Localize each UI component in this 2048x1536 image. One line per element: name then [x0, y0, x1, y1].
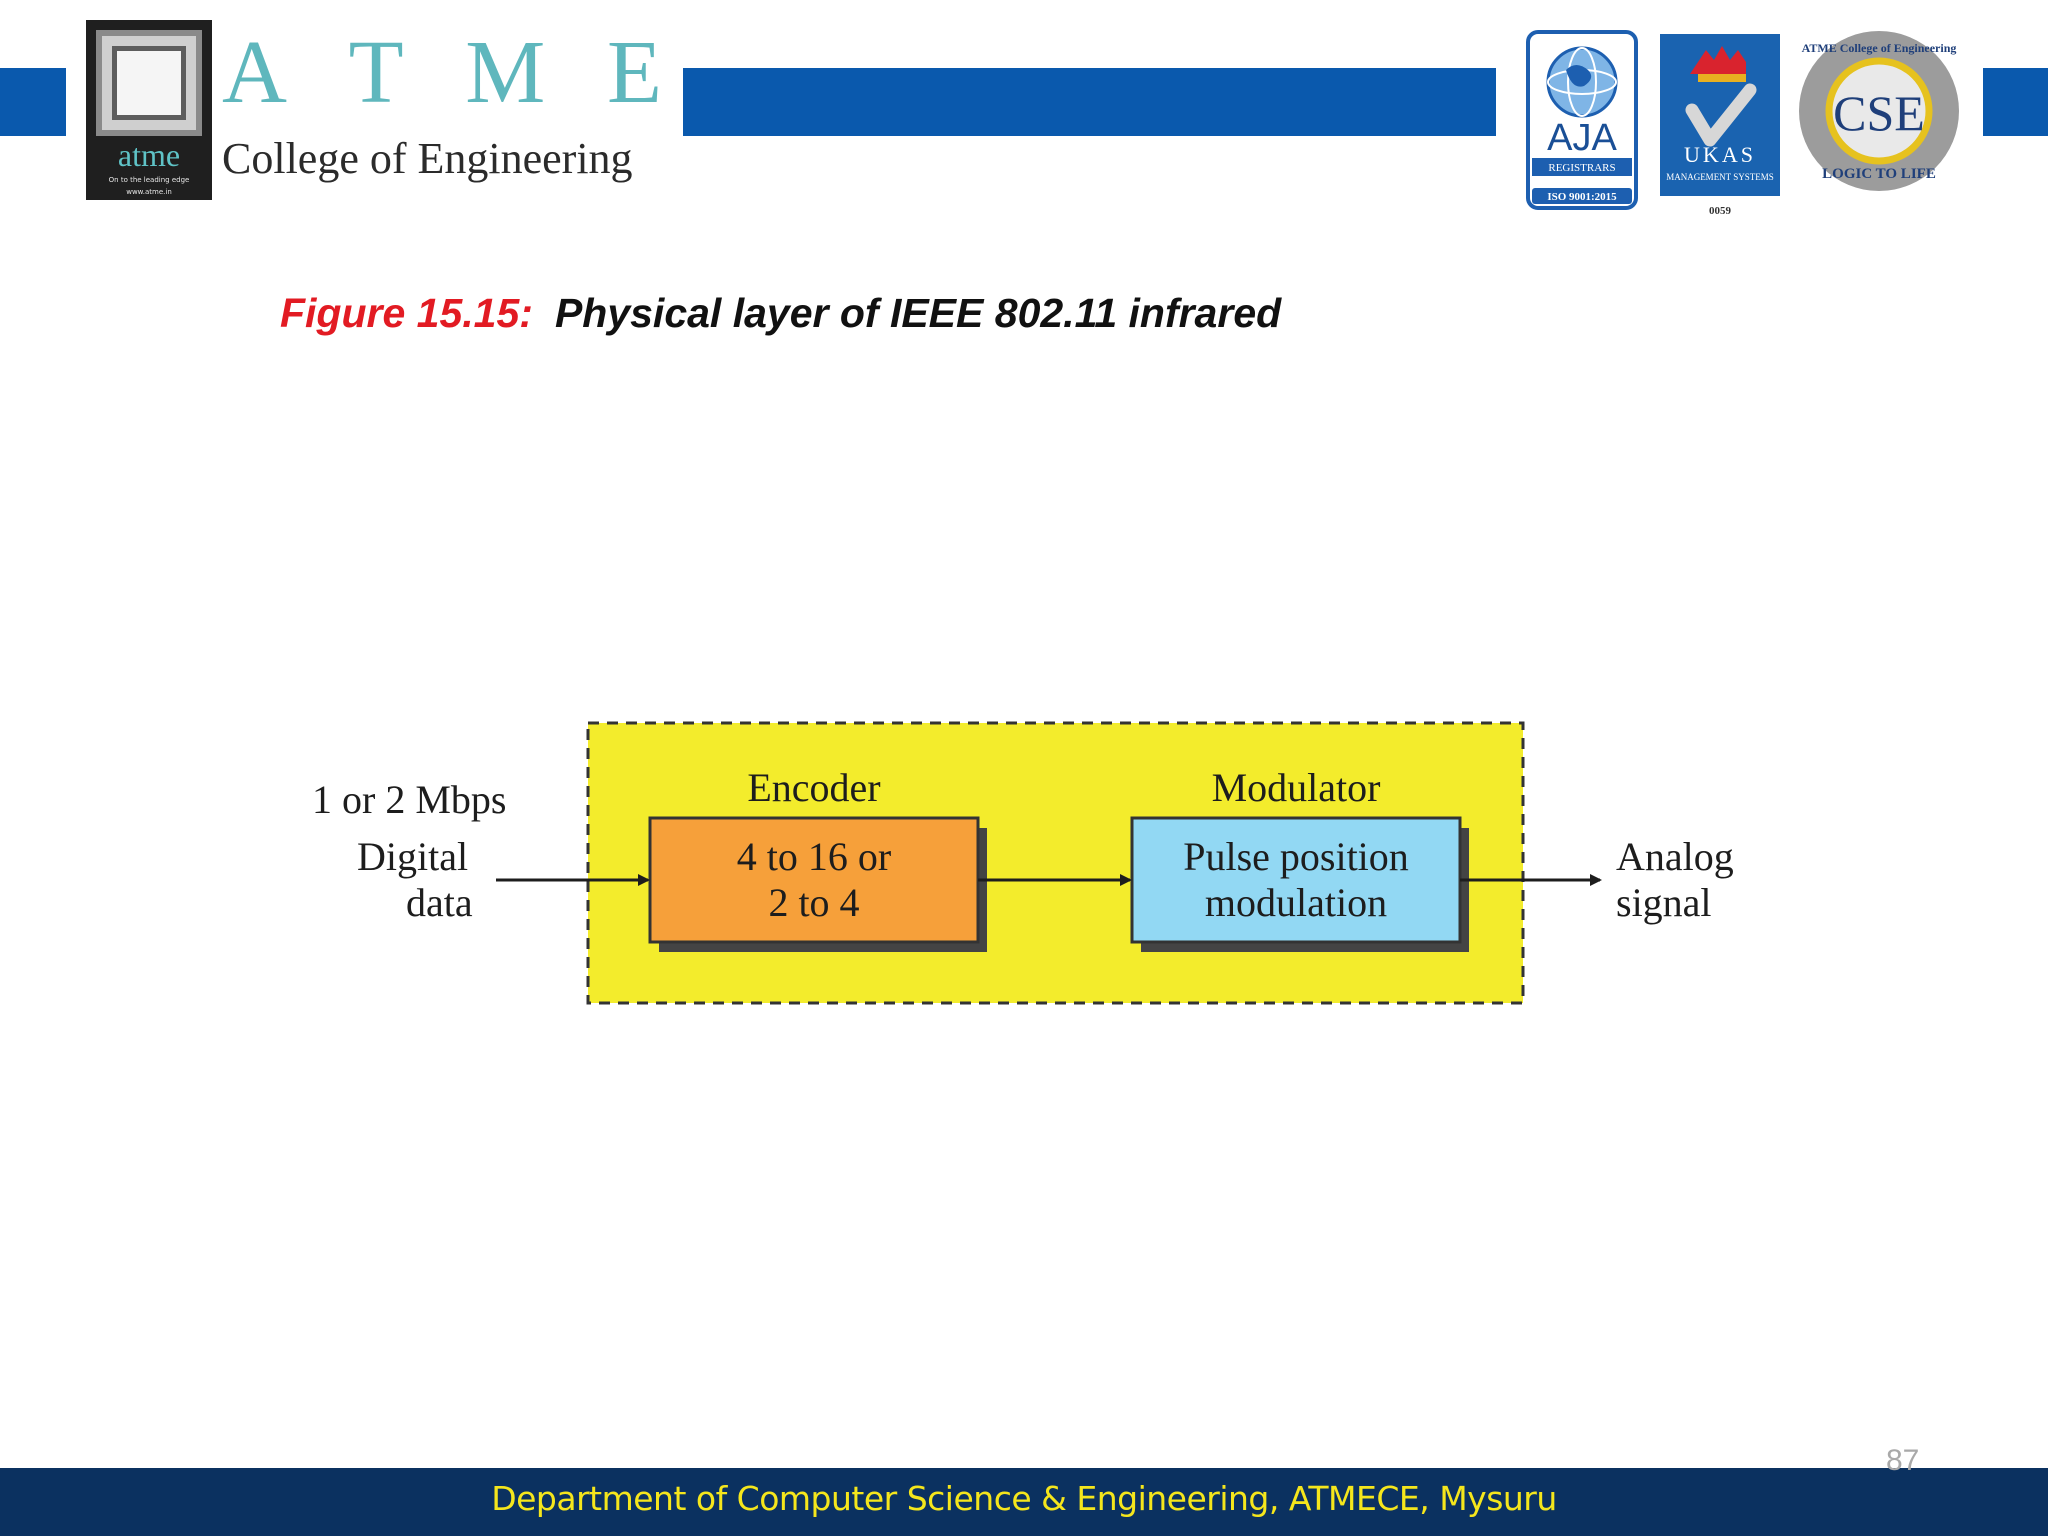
brand-wordmark: A T M E	[222, 28, 662, 118]
cse-ring-top: ATME College of Engineering	[1802, 41, 1957, 55]
footer-department-text: Department of Computer Science & Enginee…	[491, 1479, 1557, 1518]
page-number: 87	[1886, 1444, 1920, 1477]
ukas-sub: MANAGEMENT SYSTEMS	[1666, 172, 1774, 182]
cse-ring-bottom: LOGIC TO LIFE	[1822, 166, 1936, 182]
ukas-name: UKAS	[1684, 142, 1756, 167]
atme-logo-website: www.atme.in	[126, 188, 172, 196]
brand-letter: M	[465, 23, 546, 122]
atme-logo-tagline: On to the leading edge	[108, 176, 190, 184]
aja-certification-logo: AJA REGISTRARS ISO 9001:2015	[1526, 30, 1638, 210]
encoder-title: Encoder	[747, 765, 881, 810]
output-label-line-2: signal	[1616, 880, 1712, 925]
input-label-line-1: Digital	[357, 834, 469, 879]
input-rate-label: 1 or 2 Mbps	[312, 777, 507, 822]
modulator-block	[1130, 816, 1462, 944]
input-label-line-2: data	[406, 880, 473, 925]
modulator-line-1: Pulse position	[1183, 834, 1409, 879]
header-bar-left	[0, 68, 66, 136]
figure-caption: Physical layer of IEEE 802.11 infrared	[554, 290, 1282, 336]
encoder-line-2: 2 to 4	[768, 880, 860, 925]
figure-number: Figure 15.15:	[280, 290, 533, 336]
brand-letter: E	[606, 23, 662, 122]
atme-logo-frame	[96, 30, 202, 136]
ukas-certification-logo: UKAS MANAGEMENT SYSTEMS 0059	[1660, 34, 1780, 217]
output-label-line-1: Analog	[1616, 834, 1734, 879]
atme-logo: atme On to the leading edge www.atme.in	[86, 20, 212, 200]
college-name: College of Engineering	[222, 134, 633, 183]
modulator-line-2: modulation	[1204, 880, 1388, 925]
atme-logo-word: atme	[117, 137, 181, 173]
aja-name: AJA	[1547, 117, 1617, 159]
modulator-title: Modulator	[1211, 765, 1381, 810]
infrared-physical-layer-diagram	[496, 721, 1602, 1005]
encoder-line-1: 4 to 16 or	[736, 834, 892, 879]
ukas-code: 0059	[1709, 205, 1732, 217]
aja-sub: REGISTRARS	[1548, 162, 1615, 174]
header-bar-middle	[683, 68, 1496, 136]
aja-iso: ISO 9001:2015	[1547, 191, 1617, 203]
encoder-block	[648, 816, 980, 944]
header-bar-right	[1983, 68, 2048, 136]
cse-name: CSE	[1833, 85, 1925, 141]
figure-title: Figure 15.15: Physical layer of IEEE 802.…	[280, 290, 1281, 337]
brand-letter: T	[348, 23, 404, 122]
cse-department-logo: ATME College of Engineering CSE LOGIC TO…	[1799, 31, 1959, 191]
footer-bar	[0, 1468, 2048, 1536]
brand-letter: A	[222, 23, 287, 122]
